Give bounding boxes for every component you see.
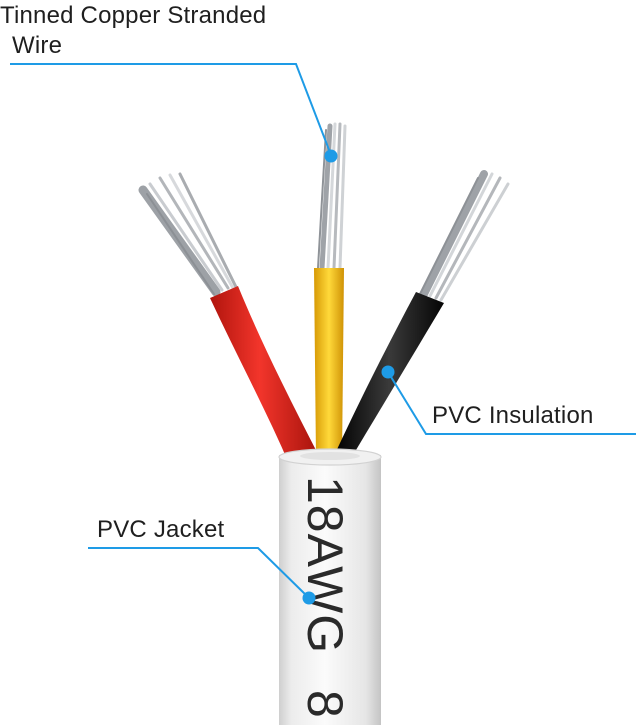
insulation-leader-line bbox=[387, 371, 636, 435]
black-conductor-strands bbox=[419, 170, 510, 302]
cable-print-trailing: 8 bbox=[297, 690, 353, 719]
insulation-callout-dot-icon bbox=[381, 365, 395, 379]
conductor-leader-line bbox=[10, 63, 332, 156]
pvc-jacket bbox=[278, 448, 382, 725]
red-conductor-strands bbox=[138, 172, 239, 297]
cable-print-gauge: 18AWG bbox=[297, 476, 353, 654]
jacket-label: PVC Jacket bbox=[97, 516, 225, 543]
red-insulated-wire bbox=[210, 286, 320, 466]
jacket-leader-line bbox=[88, 547, 310, 599]
jacket-callout-dot-icon bbox=[302, 591, 316, 605]
yellow-insulated-wire bbox=[314, 268, 344, 458]
conductor-callout-dot-icon bbox=[324, 149, 338, 163]
yellow-conductor-strands bbox=[317, 122, 347, 271]
cable-print: 18AWG 8 bbox=[297, 476, 353, 719]
conductor-label-line2: Wire bbox=[12, 32, 63, 59]
conductor-label-line1: Tinned Copper Stranded bbox=[0, 2, 267, 29]
insulation-label: PVC Insulation bbox=[432, 402, 594, 429]
